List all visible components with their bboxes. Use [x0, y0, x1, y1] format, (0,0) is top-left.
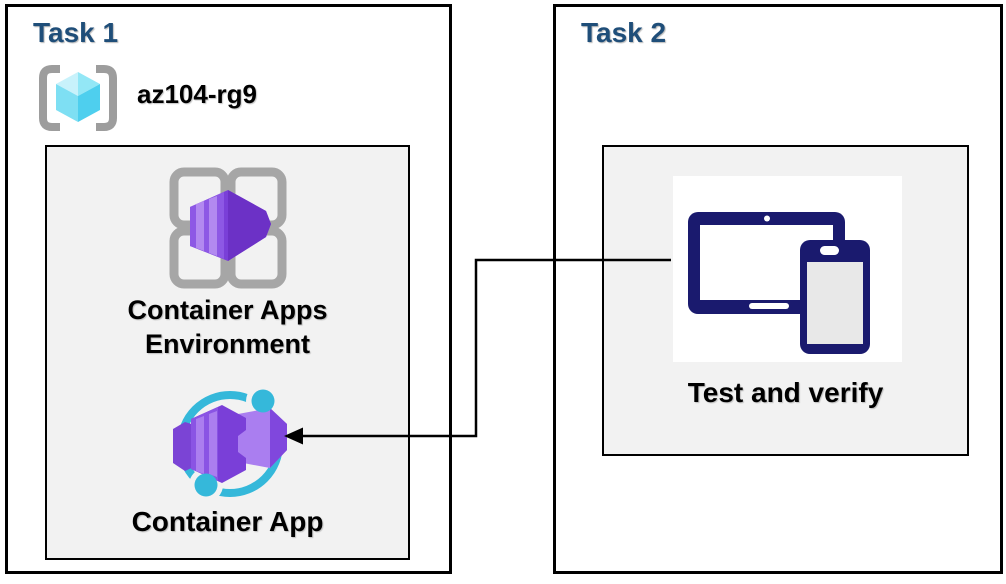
environment-label-line1: Container Apps — [127, 295, 328, 325]
container-app-icon — [173, 384, 287, 502]
environment-label: Container Apps Environment — [47, 293, 408, 361]
container-apps-environment-icon — [169, 167, 287, 289]
task1-title: Task 1 — [33, 17, 119, 48]
task2-title: Task 2 — [581, 17, 667, 48]
environment-panel: Container Apps Environment — [45, 145, 410, 560]
container-app-label: Container App — [131, 506, 324, 537]
verify-label: Test and verify — [687, 377, 884, 408]
devices-icon — [688, 212, 870, 354]
task1-panel: Task 1 az104-rg9 — [5, 4, 452, 574]
verify-panel: Test and verify — [602, 145, 969, 456]
devices-icon-background — [673, 176, 902, 362]
resource-group-icon — [39, 65, 117, 131]
task2-panel: Task 2 Test and verify — [553, 4, 1003, 574]
resource-group-label: az104-rg9 — [137, 79, 257, 109]
environment-label-line2: Environment — [144, 329, 311, 359]
